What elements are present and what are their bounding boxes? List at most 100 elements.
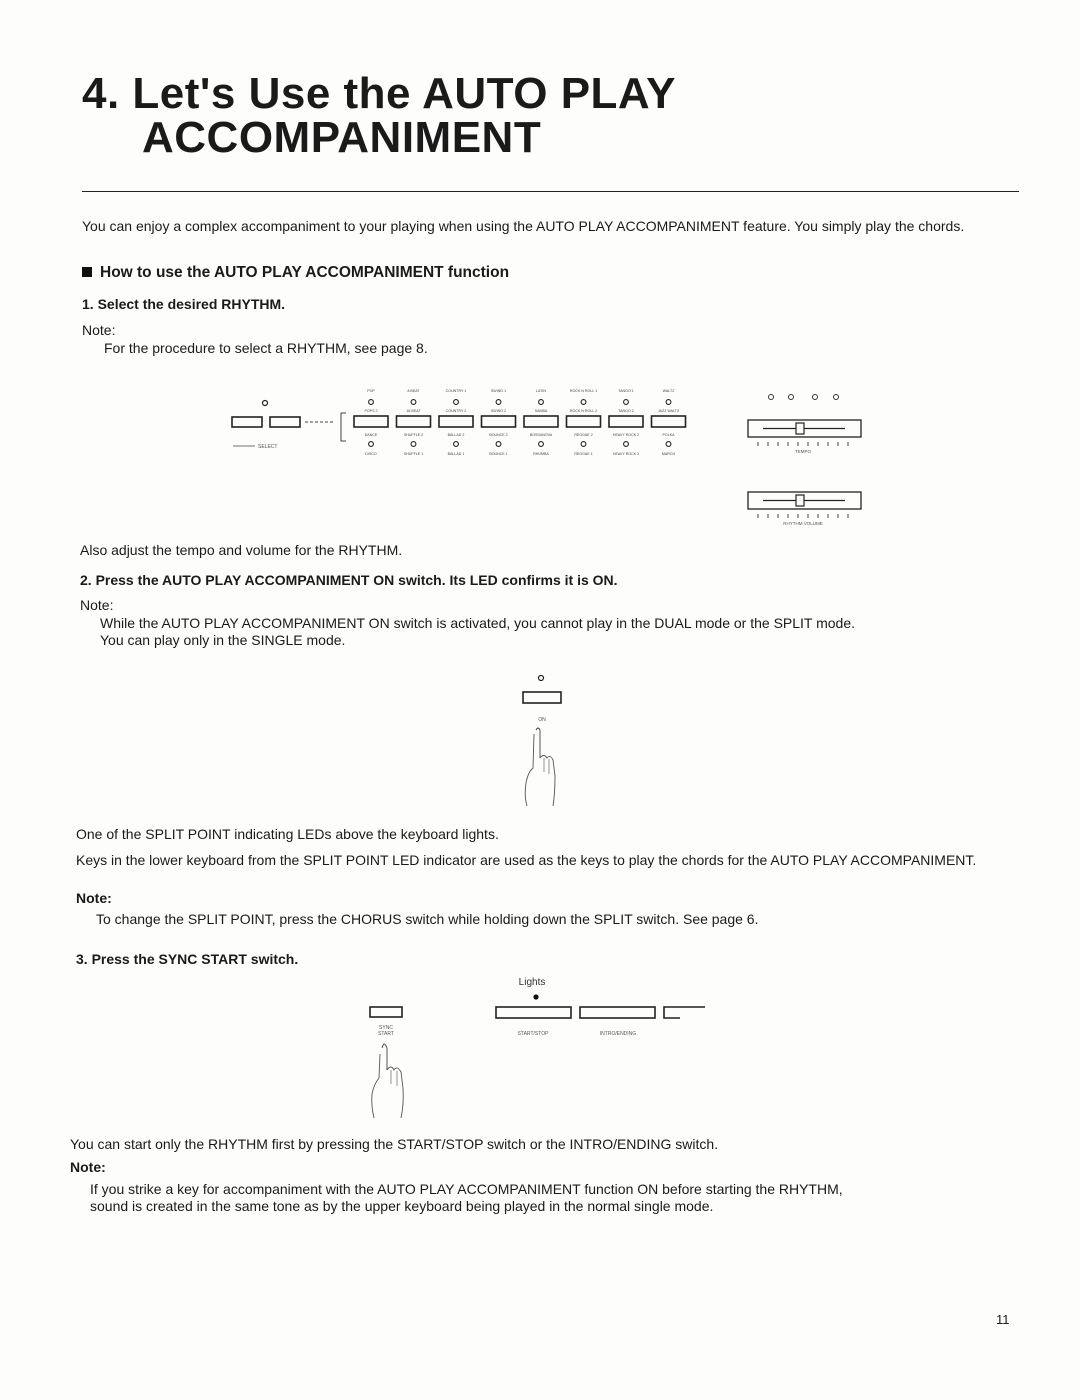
rhythm-volume-label: RHYTHM VOLUME <box>783 521 823 526</box>
section-heading-text: How to use the AUTO PLAY ACCOMPANIMENT f… <box>100 264 510 281</box>
rhythm-label-row3: BALLAD 2 <box>448 433 465 437</box>
next-button-partial <box>663 1006 705 1019</box>
rhythm-label-row2: JAZZ WALTZ <box>658 409 680 413</box>
rhythm-led-lower <box>368 441 374 447</box>
rhythm-label-row1: WALTZ <box>663 389 676 393</box>
start-label: START <box>378 1031 394 1037</box>
rhythm-select-button <box>608 415 644 428</box>
rhythm-label-row3: REGGAE 2 <box>574 433 592 437</box>
step2-note-line2: You can play only in the SINGLE mode. <box>100 632 346 648</box>
sync-start-button <box>369 1006 403 1018</box>
start-stop-button <box>495 1006 572 1019</box>
rhythm-label-row4: BALLAD 1 <box>448 452 465 456</box>
rhythm-label-row2: POPS 2 <box>365 409 378 413</box>
rhythm-label-row3: BOUNCE 2 <box>489 433 507 437</box>
rhythm-label-row4: SHUFFLE 1 <box>404 452 423 456</box>
led-4 <box>833 394 839 400</box>
rhythm-led-upper <box>538 399 544 405</box>
rhythm-label-row1: POP <box>367 389 375 393</box>
rhythm-label-row4: DISCO <box>365 452 377 456</box>
rhythm-label-row4: BOUNCE 1 <box>489 452 507 456</box>
rhythm-volume-slider-knob <box>795 494 805 507</box>
rhythm-label-row1: ROCK N ROLL 1 <box>570 389 597 393</box>
select-button-right <box>269 416 301 428</box>
rhythm-select-button <box>523 415 559 428</box>
rhythm-label-row1: TANGO 1 <box>618 389 634 393</box>
tempo-label: TEMPO <box>795 449 812 454</box>
step2-note-label: Note: <box>80 597 114 613</box>
select-button-left <box>231 416 263 428</box>
step2-note-line1: While the AUTO PLAY ACCOMPANIMENT ON swi… <box>100 615 856 631</box>
rhythm-select-button <box>395 415 432 428</box>
rhythm-led-lower <box>410 441 417 447</box>
rhythm-label-row3: SHUFFLE 2 <box>404 433 423 437</box>
led-2 <box>788 394 794 400</box>
on-label: ON <box>538 717 546 723</box>
intro-ending-button <box>579 1006 656 1019</box>
rhythm-led-upper <box>495 399 502 405</box>
rhythm-label-row1: LATIN <box>536 389 546 393</box>
step3-note-label: Note: <box>70 1159 106 1175</box>
sync-label: SYNC <box>379 1025 393 1031</box>
intro-paragraph: You can enjoy a complex accompaniment to… <box>82 218 965 234</box>
section-heading: How to use the AUTO PLAY ACCOMPANIMENT f… <box>82 264 509 282</box>
rhythm-led-upper <box>623 399 629 405</box>
rhythm-led-lower <box>453 441 459 447</box>
tempo-slider <box>747 419 862 438</box>
sync-led-lit <box>533 994 539 1000</box>
sync-start-diagram: Lights SYNC START START/STOP INTRO/ENDIN… <box>369 977 705 1119</box>
on-button <box>522 691 562 704</box>
title-divider <box>82 191 1019 192</box>
rhythm-label-row3: HEAVY ROCK 2 <box>613 433 639 437</box>
select-led <box>261 399 269 407</box>
rhythm-select-button <box>353 415 389 428</box>
rhythm-label-row4: MARCH <box>662 452 676 456</box>
step1-note-label: Note: <box>82 322 116 338</box>
rhythm-led-lower <box>538 441 544 447</box>
step2-para2: Keys in the lower keyboard from the SPLI… <box>76 852 977 868</box>
rhythm-select-button <box>480 415 517 428</box>
step1-note-text: For the procedure to select a RHYTHM, se… <box>104 340 428 356</box>
rhythm-led-lower <box>580 441 587 447</box>
rhythm-label-row2: SWING 2 <box>491 409 506 413</box>
pressing-finger-icon <box>524 727 556 807</box>
rhythm-label-row4: HEAVY ROCK 1 <box>613 452 639 456</box>
page-title-line2: ACCOMPANIMENT <box>142 113 542 162</box>
rhythm-label-row3: BOSSANOVA <box>530 433 553 437</box>
on-switch-diagram: ON <box>522 674 562 807</box>
step3-note-line2: sound is created in the same tone as by … <box>90 1198 714 1214</box>
lights-label: Lights <box>519 977 546 988</box>
step1-title: 1. Select the desired RHYTHM. <box>82 296 286 312</box>
rhythm-label-row3: DANCE <box>365 433 378 437</box>
led-3 <box>812 394 818 400</box>
led-1 <box>768 394 774 400</box>
pressing-finger-icon <box>371 1043 404 1119</box>
rhythm-led-lower <box>495 441 502 447</box>
step2-title: 2. Press the AUTO PLAY ACCOMPANIMENT ON … <box>80 572 618 588</box>
start-stop-label: START/STOP <box>518 1031 550 1037</box>
rhythm-led-upper <box>368 399 374 405</box>
rhythm-label-row1: SWING 1 <box>491 389 506 393</box>
rhythm-label-row2: COUNTRY 2 <box>446 409 467 413</box>
rhythm-label-row1: 8 BEAT <box>407 389 420 393</box>
rhythm-select-button <box>565 415 602 428</box>
rhythm-led-lower <box>623 441 629 447</box>
rhythm-label-row2: TANGO 2 <box>618 409 634 413</box>
on-led <box>537 674 545 682</box>
rhythm-led-upper <box>665 399 672 405</box>
rhythm-label-row3: POLKA <box>663 433 676 437</box>
rhythm-label-row2: 16 BEAT <box>406 409 421 413</box>
rhythm-label-row2: ROCK N ROLL 2 <box>570 409 597 413</box>
rhythm-label-row4: REGGAE 1 <box>574 452 592 456</box>
rhythm-volume-slider <box>747 491 862 510</box>
step1-after-text: Also adjust the tempo and volume for the… <box>80 542 403 558</box>
intro-ending-label: INTRO/ENDING <box>600 1031 637 1037</box>
rhythm-led-upper <box>580 399 587 405</box>
rhythm-label-row2: SAMBA <box>535 409 548 413</box>
page-number: 11 <box>996 1312 1010 1327</box>
rhythm-led-lower <box>665 441 672 447</box>
rhythm-led-upper <box>410 399 417 405</box>
step2-para1: One of the SPLIT POINT indicating LEDs a… <box>76 826 499 842</box>
bullet-square-icon <box>82 267 92 277</box>
